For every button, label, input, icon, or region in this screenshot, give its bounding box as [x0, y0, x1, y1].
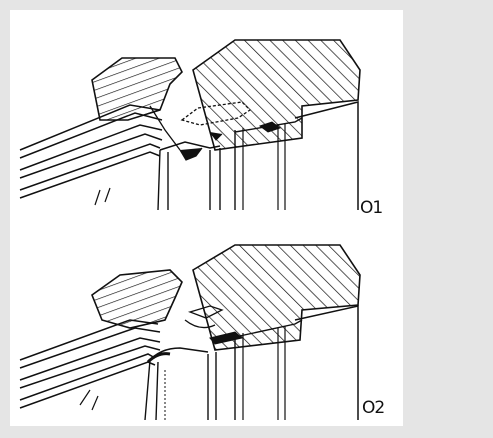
sash-block-hatched	[91, 57, 183, 121]
glazing-panes	[19, 319, 161, 409]
frame-body	[294, 101, 359, 210]
frame-block-hatched	[192, 244, 361, 351]
frame-block-hatched	[192, 39, 361, 151]
glazing-panes	[19, 104, 163, 199]
drawing-sheet: O1	[10, 10, 403, 426]
section-drawing-o2	[19, 244, 361, 421]
sash-profile	[157, 148, 221, 211]
panel-label-o1: O1	[360, 198, 383, 218]
sash-block-hatched	[91, 269, 183, 329]
gasket-strip	[180, 101, 252, 126]
panel-label-o2: O2	[362, 398, 385, 418]
section-drawing-o1	[19, 39, 361, 211]
